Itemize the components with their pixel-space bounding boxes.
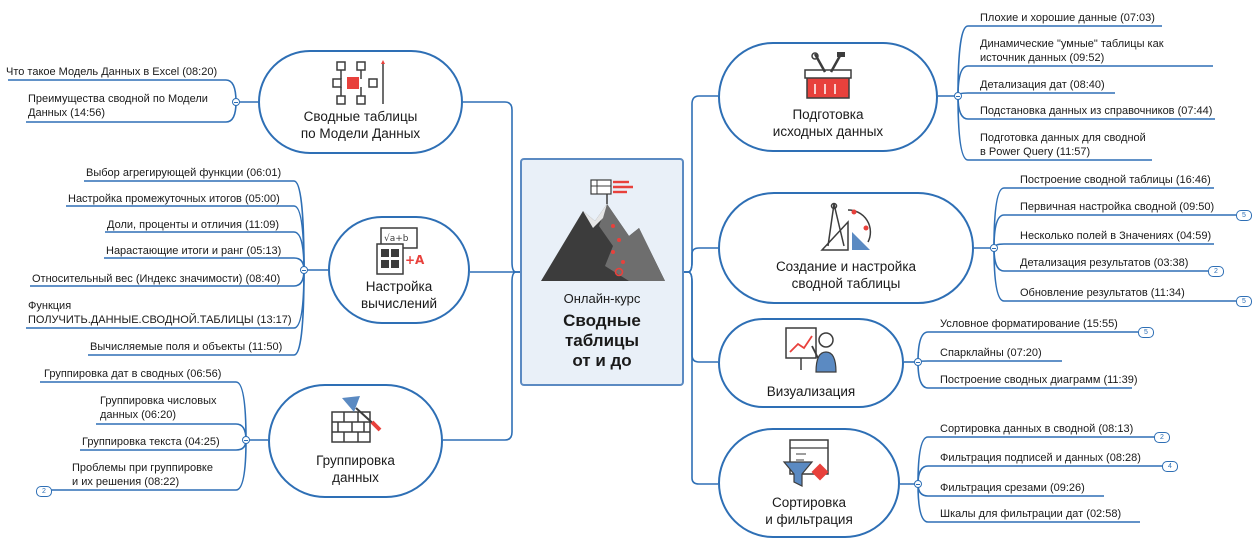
- branch-label: Группировка данных: [316, 453, 395, 485]
- topic-item[interactable]: Динамические "умные" таблицы как источни…: [980, 38, 1164, 64]
- branch-data-model-pivots[interactable]: Сводные таблицы по Модели Данных: [258, 50, 463, 154]
- svg-text:√a+b: √a+b: [384, 233, 409, 244]
- topic-item[interactable]: Подстановка данных из справочников (07:4…: [980, 105, 1213, 117]
- topic-item[interactable]: Доли, проценты и отличия (11:09): [107, 219, 280, 231]
- collapse-toggle[interactable]: [300, 266, 308, 274]
- topic-item[interactable]: Что такое Модель Данных в Excel (08:20): [6, 66, 218, 78]
- count-badge[interactable]: 2: [1154, 432, 1170, 443]
- filter-funnel-icon: [782, 439, 829, 487]
- collapse-toggle[interactable]: [914, 358, 922, 366]
- flowchart-icon: [331, 60, 385, 105]
- collapse-toggle[interactable]: [914, 480, 922, 488]
- branch-label: Сводные таблицы по Модели Данных: [300, 109, 421, 141]
- calculator-icon: √a+b +A: [376, 227, 425, 275]
- topic-item[interactable]: Настройка промежуточных итогов (05:00): [68, 193, 280, 205]
- collapse-toggle[interactable]: [232, 98, 240, 106]
- topic-item[interactable]: Выбор агрегирующей функции (06:01): [86, 167, 282, 179]
- topic-item[interactable]: Подготовка данных для сводной в Power Qu…: [980, 132, 1146, 158]
- topic-item[interactable]: Фильтрация подписей и данных (08:28): [940, 452, 1141, 464]
- topic-item[interactable]: Вычисляемые поля и объекты (11:50): [90, 341, 283, 353]
- topic-item[interactable]: Построение сводной таблицы (16:46): [1020, 174, 1211, 186]
- topic-item[interactable]: Нарастающие итоги и ранг (05:13): [106, 245, 282, 257]
- branch-calculations[interactable]: √a+b +A Настройка вычислений: [328, 216, 470, 324]
- mountain-peak-icon: [541, 179, 665, 281]
- brick-trowel-icon: [330, 396, 381, 443]
- branch-label: Сортировка и фильтрация: [765, 495, 853, 527]
- topic-item[interactable]: Первичная настройка сводной (09:50): [1020, 201, 1215, 213]
- topic-item[interactable]: Шкалы для фильтрации дат (02:58): [940, 508, 1122, 520]
- presenter-icon: [785, 327, 837, 373]
- count-badge[interactable]: 2: [36, 486, 52, 497]
- topic-item[interactable]: Проблемы при группировке и их решения (0…: [72, 462, 213, 488]
- count-badge[interactable]: 5: [1236, 296, 1252, 307]
- count-badge[interactable]: 4: [1162, 461, 1178, 472]
- topic-item[interactable]: Группировка текста (04:25): [82, 436, 220, 448]
- collapse-toggle[interactable]: [990, 244, 998, 252]
- topic-item[interactable]: Обновление результатов (11:34): [1020, 287, 1185, 299]
- topic-item[interactable]: Детализация дат (08:40): [980, 79, 1105, 91]
- topic-item[interactable]: Преимущества сводной по Модели Данных (1…: [28, 93, 208, 119]
- toolbox-icon: [804, 52, 852, 99]
- topic-item[interactable]: Группировка числовых данных (06:20): [100, 395, 217, 421]
- central-topic[interactable]: Онлайн-курс Сводные таблицы от и до: [520, 158, 684, 386]
- drafting-tools-icon: [820, 202, 872, 251]
- topic-item[interactable]: Условное форматирование (15:55): [940, 318, 1118, 330]
- collapse-toggle[interactable]: [954, 92, 962, 100]
- branch-grouping[interactable]: Группировка данных: [268, 384, 443, 498]
- branch-label: Создание и настройка сводной таблицы: [775, 259, 917, 291]
- branch-create-configure[interactable]: Создание и настройка сводной таблицы: [718, 192, 974, 304]
- svg-text:+A: +A: [405, 253, 425, 267]
- branch-label: Визуализация: [766, 384, 856, 399]
- branch-data-preparation[interactable]: Подготовка исходных данных: [718, 42, 938, 152]
- topic-item[interactable]: Фильтрация срезами (09:26): [940, 482, 1085, 494]
- topic-item[interactable]: Плохие и хорошие данные (07:03): [980, 12, 1155, 24]
- topic-item[interactable]: Функция ПОЛУЧИТЬ.ДАННЫЕ.СВОДНОЙ.ТАБЛИЦЫ …: [28, 300, 292, 326]
- topic-item[interactable]: Детализация результатов (03:38): [1020, 257, 1189, 269]
- course-subtitle: Онлайн-курс: [563, 291, 641, 306]
- course-title: Сводные таблицы от и до: [563, 311, 641, 370]
- count-badge[interactable]: 2: [1208, 266, 1224, 277]
- branch-visualization[interactable]: Визуализация: [718, 318, 904, 408]
- topic-item[interactable]: Спарклайны (07:20): [940, 347, 1042, 359]
- topic-item[interactable]: Несколько полей в Значениях (04:59): [1020, 230, 1212, 242]
- topic-item[interactable]: Группировка дат в сводных (06:56): [44, 368, 222, 380]
- branch-sort-filter[interactable]: Сортировка и фильтрация: [718, 428, 900, 538]
- branch-label: Настройка вычислений: [360, 279, 438, 311]
- branch-label: Подготовка исходных данных: [772, 107, 884, 139]
- collapse-toggle[interactable]: [242, 436, 250, 444]
- count-badge[interactable]: 5: [1138, 327, 1154, 338]
- topic-item[interactable]: Построение сводных диаграмм (11:39): [940, 374, 1138, 386]
- topic-item[interactable]: Относительный вес (Индекс значимости) (0…: [32, 273, 281, 285]
- count-badge[interactable]: 5: [1236, 210, 1252, 221]
- topic-item[interactable]: Сортировка данных в сводной (08:13): [940, 423, 1134, 435]
